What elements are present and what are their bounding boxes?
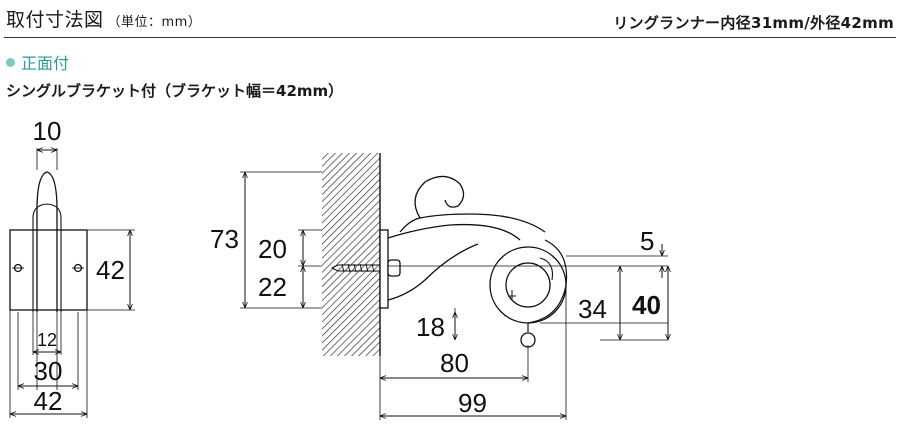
section-text: 正面付 xyxy=(21,54,70,73)
dim-ring-height: 34 xyxy=(578,294,607,324)
dim-front-inner: 12 xyxy=(37,330,57,350)
wall-hatching xyxy=(322,153,380,356)
dim-upper: 20 xyxy=(258,234,287,264)
front-arm xyxy=(36,171,58,312)
side-base-plate xyxy=(379,229,389,309)
ring-inner xyxy=(505,262,551,308)
ring-spec: リングランナー内径31mm/外径42mm xyxy=(613,14,894,32)
title-text: 取付寸法図 xyxy=(6,9,104,31)
dim-overall-height: 73 xyxy=(210,224,239,254)
dim-front-width-bottom: 42 xyxy=(34,386,63,416)
dim-ring-drop: 18 xyxy=(416,312,445,342)
side-view xyxy=(240,153,668,420)
arm-lower xyxy=(387,243,479,301)
section-label: 正面付 xyxy=(6,50,69,74)
unit-label: （単位：mm） xyxy=(107,15,202,30)
header-rule xyxy=(4,37,896,38)
arm-upper xyxy=(387,223,521,241)
header: 取付寸法図（単位：mm） リングランナー内径31mm/外径42mm xyxy=(0,0,900,40)
screw-head xyxy=(387,259,401,277)
dim-offset: 5 xyxy=(640,226,654,256)
ring-hook xyxy=(520,332,536,348)
front-base-plate xyxy=(9,229,88,311)
dim-front-height: 42 xyxy=(96,255,125,285)
front-view xyxy=(9,148,135,418)
dim-lower: 22 xyxy=(258,272,287,302)
ring-outer xyxy=(489,246,567,324)
dim-depth: 99 xyxy=(458,388,487,418)
bullet-dot-icon xyxy=(6,58,15,67)
dim-front-holes: 30 xyxy=(34,356,63,386)
page-title: 取付寸法図（単位：mm） xyxy=(6,5,201,32)
subtitle: シングルブラケット付（ブラケット幅＝42mm） xyxy=(6,82,344,100)
dim-front-width-top: 10 xyxy=(33,116,62,146)
dim-ring-center: 80 xyxy=(440,348,469,378)
dim-total-height: 40 xyxy=(632,290,661,320)
scroll-curl-top xyxy=(414,175,465,219)
